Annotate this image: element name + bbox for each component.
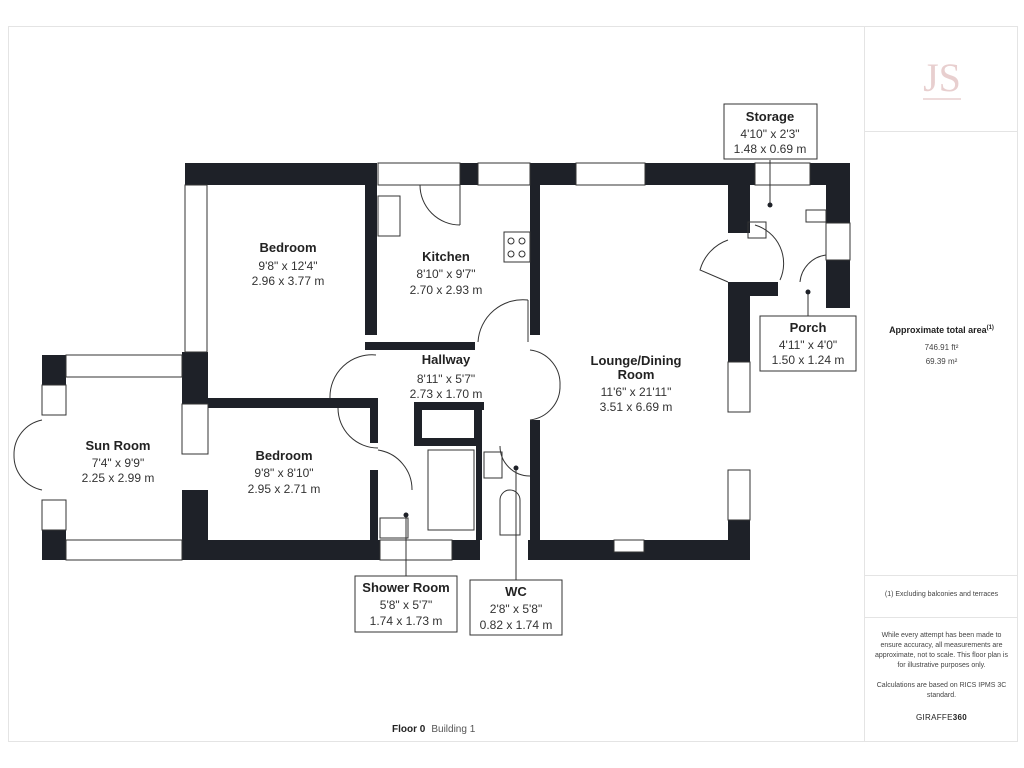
room-dim-metric: 1.50 x 1.24 m xyxy=(772,353,845,367)
room-dim-metric: 2.25 x 2.99 m xyxy=(82,471,155,485)
js-logo-icon: JS xyxy=(923,55,961,100)
floorplan-frame xyxy=(8,26,1018,742)
disclaimer: While every attempt has been made to ens… xyxy=(875,632,1008,669)
area-ft: 746.91 ft² xyxy=(924,343,959,352)
exclusion-note: (1) Excluding balconies and terraces xyxy=(884,591,999,598)
room-name: Kitchen xyxy=(422,249,470,264)
room-name: Sun Room xyxy=(86,438,151,453)
room-name: Bedroom xyxy=(259,240,316,255)
room-dim-imperial: 7'4" x 9'9" xyxy=(92,456,144,470)
callout-porch: Porch 4'11" x 4'0" 1.50 x 1.24 m xyxy=(759,289,857,372)
callout-wc: WC 2'8" x 5'8" 0.82 x 1.74 m xyxy=(469,465,563,636)
doors xyxy=(13,184,827,491)
floor-name: Floor 0 xyxy=(392,724,426,735)
sidebar: JS Approximate total area(1) 746.91 ft² … xyxy=(864,27,1018,741)
room-dim-metric: 2.96 x 3.77 m xyxy=(252,274,325,288)
windows xyxy=(41,162,851,561)
room-dim-metric: 1.74 x 1.73 m xyxy=(370,614,443,628)
fixtures xyxy=(377,195,827,553)
room-sun-room: Sun Room 7'4" x 9'9" 2.25 x 2.99 m xyxy=(82,438,155,485)
room-dim-imperial: 2'8" x 5'8" xyxy=(490,602,542,616)
sidebar-divider xyxy=(865,575,1018,576)
room-dim-metric: 2.73 x 1.70 m xyxy=(410,387,483,401)
room-name: WC xyxy=(505,584,527,599)
room-dim-imperial: 9'8" x 12'4" xyxy=(258,259,317,273)
room-dim-imperial: 11'6" x 21'11" xyxy=(601,385,672,399)
floor-plan: Bedroom 9'8" x 12'4" 2.96 x 3.77 m Kitch… xyxy=(13,103,857,636)
room-name: Shower Room xyxy=(362,580,449,595)
area-m: 69.39 m² xyxy=(925,357,958,366)
callout-shower-room: Shower Room 5'8" x 5'7" 1.74 x 1.73 m xyxy=(354,512,458,633)
room-name: Hallway xyxy=(422,352,471,367)
room-dim-imperial: 5'8" x 5'7" xyxy=(380,598,432,612)
room-name: Storage xyxy=(746,109,794,124)
room-hallway: Hallway 8'11" x 5'7" 2.73 x 1.70 m xyxy=(410,352,483,401)
room-bedroom-1: Bedroom 9'8" x 12'4" 2.96 x 3.77 m xyxy=(252,240,325,288)
building-name: Building 1 xyxy=(431,724,476,735)
calc-note: Calculations are based on RICS IPMS 3C s… xyxy=(876,682,1007,699)
room-name-line2: Room xyxy=(618,367,655,382)
room-dim-metric: 1.48 x 0.69 m xyxy=(734,142,807,156)
room-lounge: Lounge/Dining Room 11'6" x 21'11" 3.51 x… xyxy=(591,353,682,414)
sidebar-divider xyxy=(865,131,1018,132)
room-dim-metric: 2.95 x 2.71 m xyxy=(248,482,321,496)
room-dim-metric: 0.82 x 1.74 m xyxy=(480,618,553,632)
room-bedroom-2: Bedroom 9'8" x 8'10" 2.95 x 2.71 m xyxy=(248,448,321,496)
room-dim-metric: 2.70 x 2.93 m xyxy=(410,283,483,297)
callout-storage: Storage 4'10" x 2'3" 1.48 x 0.69 m xyxy=(723,103,818,208)
room-dim-imperial: 8'11" x 5'7" xyxy=(417,372,475,386)
giraffe360-brand: GIRAFFE360 xyxy=(915,713,968,722)
room-name: Porch xyxy=(790,320,827,335)
floor-label: Floor 0 Building 1 xyxy=(392,724,475,735)
sidebar-divider xyxy=(865,617,1018,618)
room-kitchen: Kitchen 8'10" x 9'7" 2.70 x 2.93 m xyxy=(410,249,483,297)
room-dim-imperial: 4'10" x 2'3" xyxy=(740,127,799,141)
room-dim-imperial: 4'11" x 4'0" xyxy=(779,338,837,352)
area-title: Approximate total area(1) xyxy=(889,325,994,335)
room-dim-metric: 3.51 x 6.69 m xyxy=(600,400,673,414)
room-dim-imperial: 8'10" x 9'7" xyxy=(416,267,475,281)
svg-text:JS: JS xyxy=(923,55,961,100)
room-name: Bedroom xyxy=(255,448,312,463)
room-name-line1: Lounge/Dining xyxy=(591,353,682,368)
room-dim-imperial: 9'8" x 8'10" xyxy=(254,466,313,480)
